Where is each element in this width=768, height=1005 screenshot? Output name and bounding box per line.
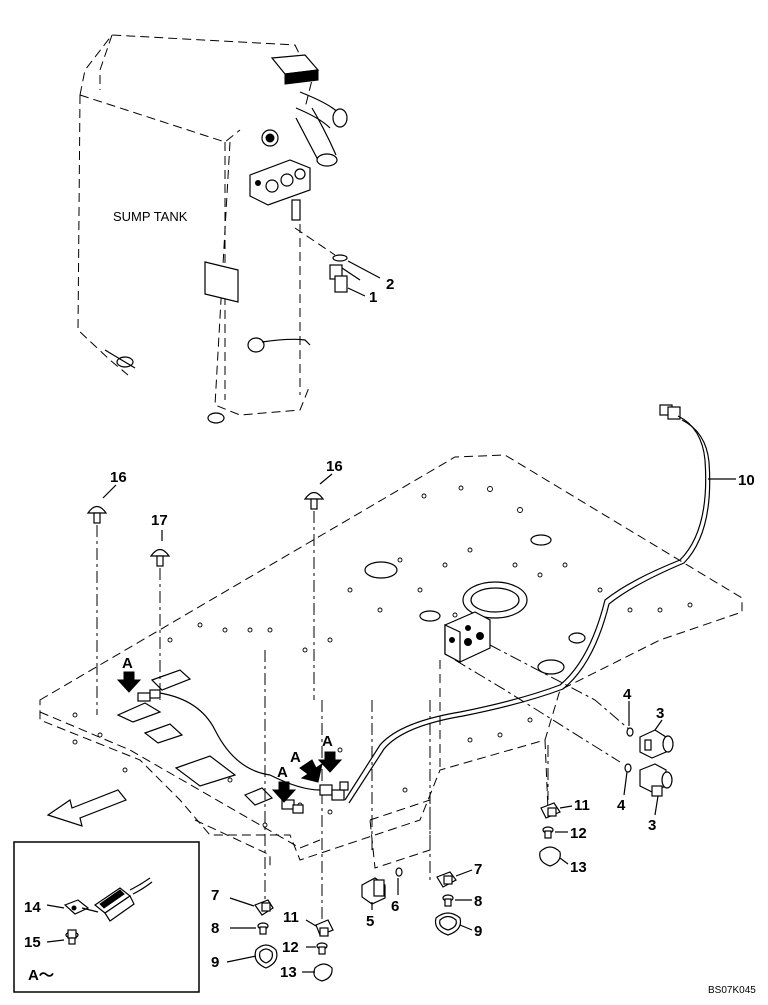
callout-5: 5 — [366, 913, 374, 930]
cover-9-left — [254, 944, 278, 969]
harness-10 — [344, 404, 711, 804]
svg-text:A: A — [322, 733, 333, 750]
clamp-11-left — [315, 919, 334, 937]
bolt-12-right — [542, 826, 554, 839]
elbow-fitting-3-lower — [639, 763, 673, 797]
svg-text:A: A — [277, 764, 288, 781]
callout-15: 15 — [24, 934, 41, 951]
callout-2: 2 — [386, 276, 394, 293]
front-direction-arrow — [46, 789, 127, 827]
elbow-fitting-3-upper — [639, 729, 674, 759]
callout-16-right: 16 — [326, 458, 343, 475]
clamp-11-right — [540, 802, 561, 819]
o-ring-6 — [395, 867, 403, 877]
svg-text:A: A — [290, 749, 301, 766]
callout-11-left: 11 — [283, 909, 299, 926]
callout-4-lower: 4 — [617, 797, 626, 814]
valve-block — [444, 611, 491, 663]
view-arrow-a-2: A — [271, 764, 297, 803]
callout-12-left: 12 — [282, 939, 299, 956]
harness-clamp-mid — [281, 799, 304, 814]
tank-label: SUMP TANK — [113, 209, 188, 224]
callout-17: 17 — [151, 512, 168, 529]
callout-4-upper: 4 — [623, 686, 632, 703]
bolt-17 — [149, 548, 171, 567]
bolt-16-right — [303, 491, 325, 510]
view-arrow-a-1: A — [116, 655, 142, 693]
callout-12-right: 12 — [570, 825, 587, 842]
callout-13-right: 13 — [570, 859, 587, 876]
callout-1: 1 — [369, 289, 377, 306]
callout-6: 6 — [391, 898, 399, 915]
elbow-fitting-1 — [329, 254, 361, 293]
bolt-16-left — [86, 505, 108, 524]
frame-plate — [39, 454, 743, 861]
o-ring-4-lower — [624, 763, 632, 773]
callout-10: 10 — [738, 472, 755, 489]
view-arrow-a-4: A — [317, 733, 343, 773]
callout-11-right: 11 — [574, 797, 590, 814]
callout-16-left: 16 — [110, 469, 127, 486]
view-arrow-a-3: A — [290, 749, 323, 783]
callout-3-upper: 3 — [656, 705, 664, 722]
callout-14: 14 — [24, 899, 41, 916]
bolt-8-left — [257, 922, 269, 935]
callout-9-right: 9 — [474, 923, 482, 940]
callout-8-left: 8 — [211, 920, 219, 937]
cover-13-left — [313, 963, 333, 982]
clamp-7-left — [254, 899, 274, 916]
sump-tank: SUMP TANK — [77, 34, 348, 424]
callout-7-left: 7 — [211, 887, 219, 904]
clamp-7-right — [436, 871, 457, 888]
cover-13-right — [539, 846, 561, 867]
drawing-code: BS07K045 — [708, 985, 756, 996]
cover-9-right — [434, 912, 462, 936]
callout-3-lower: 3 — [648, 817, 656, 834]
harness-clamp-left — [137, 689, 321, 791]
callout-9-left: 9 — [211, 954, 219, 971]
bolt-12-left — [316, 942, 328, 955]
bolt-8-right — [442, 894, 454, 907]
detail-a-inset — [13, 841, 200, 993]
detail-a-label: A～ — [28, 967, 54, 984]
callout-8-right: 8 — [474, 893, 482, 910]
adapter-5 — [361, 877, 386, 905]
callout-13-left: 13 — [280, 964, 297, 981]
callout-7-right: 7 — [474, 861, 482, 878]
svg-text:A: A — [122, 655, 133, 672]
harness-clamp-right — [319, 781, 349, 801]
o-ring-4-upper — [626, 727, 634, 737]
